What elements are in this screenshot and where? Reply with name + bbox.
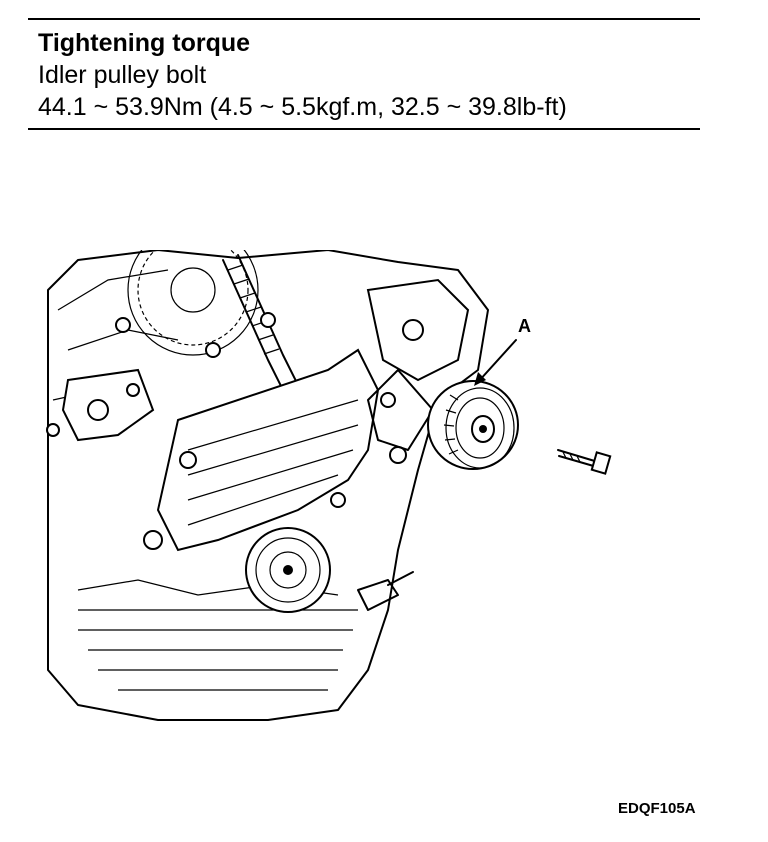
idler-pulley xyxy=(427,380,519,470)
timing-gear xyxy=(127,250,259,356)
torque-spec-box: Tightening torque Idler pulley bolt 44.1… xyxy=(28,18,700,130)
tensioner-bracket xyxy=(366,278,470,451)
spec-item: Idler pulley bolt xyxy=(38,61,207,89)
spec-value: 44.1 ~ 53.9Nm (4.5 ~ 5.5kgf.m, 32.5 ~ 39… xyxy=(38,93,567,121)
side-fitting xyxy=(357,571,414,611)
callout-label: A xyxy=(518,316,531,336)
spec-heading: Tightening torque xyxy=(38,29,251,57)
figure-code: EDQF105A xyxy=(618,800,696,817)
crank-pulley xyxy=(245,527,331,613)
callout-leader: A xyxy=(474,316,531,386)
timing-cover xyxy=(156,348,380,552)
engine-idler-pulley-drawing: A xyxy=(46,250,612,721)
idler-pulley-bolt-icon xyxy=(557,449,612,475)
mount-bracket xyxy=(61,368,155,442)
spec-top-rule xyxy=(28,18,700,20)
spec-bottom-rule xyxy=(28,128,700,130)
block-bolts xyxy=(46,312,407,550)
